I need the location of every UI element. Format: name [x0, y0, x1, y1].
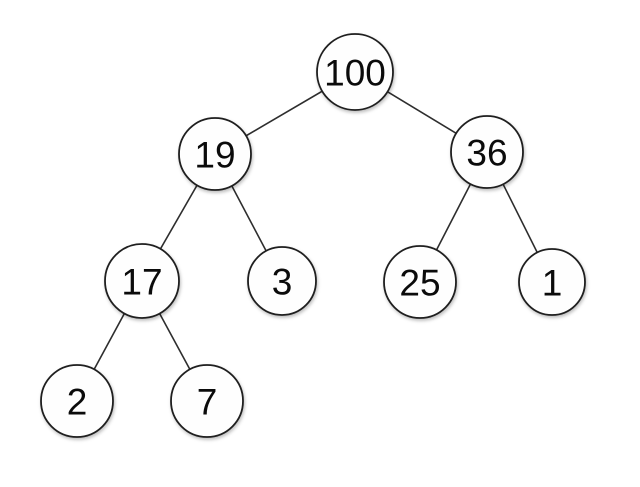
tree-node-circle-36	[450, 115, 524, 189]
tree-node-25: 25	[383, 245, 457, 319]
tree-node-2: 2	[40, 364, 114, 438]
tree-node-17: 17	[104, 243, 180, 319]
tree-node-label: 17	[121, 262, 162, 303]
tree-node-label: 100	[324, 53, 386, 94]
tree-node-7: 7	[170, 364, 244, 438]
tree-node-circle-2	[40, 364, 114, 438]
tree-node-100: 100	[316, 33, 394, 111]
tree-node-circle-17	[104, 243, 180, 319]
tree-node-36: 36	[450, 115, 524, 189]
tree-node-label: 36	[466, 133, 507, 174]
tree-node-circle-1	[518, 248, 586, 316]
tree-nodes-layer: 100 19 36 17 3 25 1 2 7	[40, 33, 586, 438]
tree-node-label: 2	[67, 382, 88, 423]
tree-node-circle-25	[383, 245, 457, 319]
tree-node-label: 25	[399, 263, 440, 304]
tree-node-circle-3	[247, 246, 317, 316]
tree-node-circle-19	[178, 117, 252, 191]
tree-node-19: 19	[178, 117, 252, 191]
tree-node-3: 3	[247, 246, 317, 316]
tree-node-label: 1	[542, 263, 563, 304]
tree-node-circle-7	[170, 364, 244, 438]
tree-node-circle-100	[316, 33, 394, 111]
tree-node-label: 3	[272, 262, 293, 303]
tree-node-1: 1	[518, 248, 586, 316]
tree-node-label: 19	[194, 135, 235, 176]
tree-node-label: 7	[197, 382, 218, 423]
